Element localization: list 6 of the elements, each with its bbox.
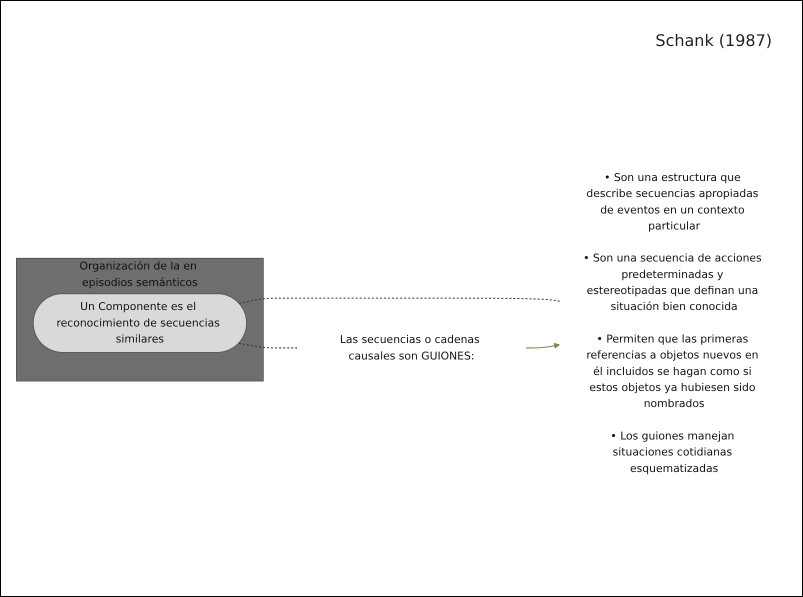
node-text: • Son una estructura que describe secuencias apropiadas de eventos en un contexto particular • Son una secuencia de acciones predeterminadas y estereotipadas que definan una situación bien conocida • Permiten que las primeras referencias a objetos nuevos en él incluidos se hagan como si estos objetos ya hubiesen sido nombrados • Los guiones manejan situaciones cotidianas esquematizadas <box>583 171 762 476</box>
citation-text: Schank (1987) <box>655 31 772 50</box>
arrow <box>526 343 560 350</box>
connector <box>238 298 560 304</box>
node-text: Las secuencias o cadenas causales son GUIONES: <box>340 334 480 363</box>
connector <box>238 343 298 349</box>
